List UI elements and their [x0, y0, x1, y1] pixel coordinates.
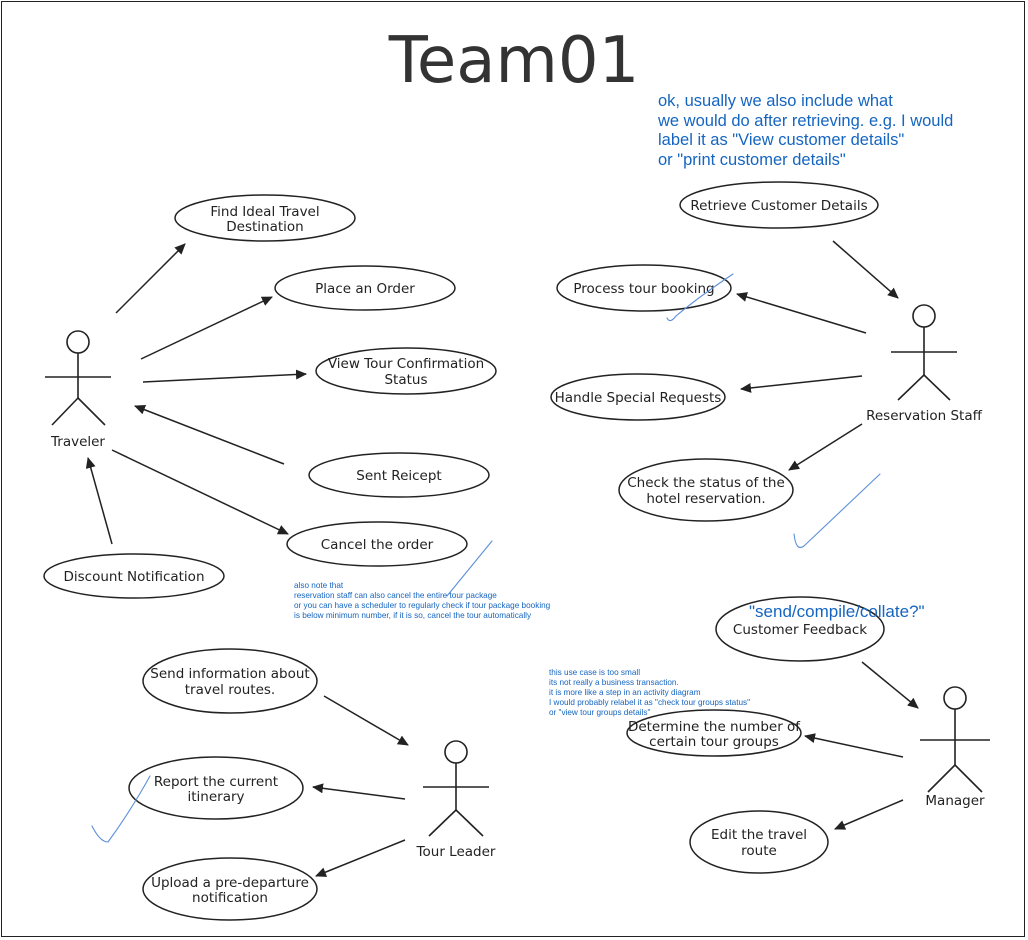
svg-text:Place an Order: Place an Order: [315, 281, 415, 297]
annotation-retrieve-note: ok, usually we also include what we woul…: [658, 92, 954, 169]
use-case-retrieve-customer: Retrieve Customer Details: [679, 181, 879, 229]
svg-text:Sent Reicept: Sent Reicept: [356, 468, 441, 484]
arrow-staff-special-requests: [740, 375, 863, 393]
use-case-cancel-order: Cancel the order: [286, 521, 468, 567]
arrow-retrieve-to-staff: [832, 240, 899, 299]
use-case-place-order: Place an Order: [274, 265, 456, 311]
arrow-manager-edit-route: [834, 799, 904, 830]
actor-reservation-staff: [891, 304, 957, 401]
svg-text:Process tour booking: Process tour booking: [573, 281, 714, 297]
arrow-feedback-to-manager: [861, 661, 919, 709]
actor-manager: [920, 686, 990, 793]
arrow-receipt-to-traveler: [134, 404, 285, 465]
svg-text:Retrieve Customer Details: Retrieve Customer Details: [690, 198, 867, 214]
arrow-leader-upload-notification: [315, 839, 406, 877]
arrow-traveler-place-order: [140, 296, 273, 360]
actor-label-reservation-staff: Reservation Staff: [866, 408, 983, 424]
annotation-feedback-note: "send/compile/collate?": [749, 602, 925, 621]
checkmark-cancel-order: [446, 540, 493, 597]
actor-tour-leader: [423, 740, 489, 837]
arrow-traveler-find-destination: [115, 243, 186, 314]
use-case-customer-feedback: Customer Feedback: [715, 596, 885, 662]
arrow-staff-process-booking: [736, 292, 867, 334]
use-case-discount-notification: Discount Notification: [43, 553, 225, 599]
diagram-title: Team01: [388, 24, 640, 98]
arrow-discount-to-traveler: [85, 457, 113, 545]
svg-text:Cancel the order: Cancel the order: [321, 537, 434, 553]
arrow-traveler-cancel-order: [111, 449, 289, 535]
arrow-staff-hotel-status: [788, 423, 863, 471]
arrow-manager-determine-groups: [804, 733, 904, 758]
checkmark-hotel-status: [793, 473, 881, 549]
use-case-special-requests: Handle Special Requests: [550, 373, 726, 421]
use-case-sent-receipt: Sent Reicept: [308, 452, 490, 498]
arrow-traveler-view-confirmation: [142, 369, 307, 383]
arrow-leader-report-itinerary: [312, 783, 406, 800]
svg-text:Handle Special Requests: Handle Special Requests: [555, 390, 722, 406]
checkmark-process-booking: [666, 273, 734, 322]
use-case-process-booking: Process tour booking: [556, 264, 732, 312]
annotation-cancel-note: also note that reservation staff can als…: [294, 581, 551, 620]
actor-label-traveler: Traveler: [50, 434, 105, 450]
annotation-groups-note: this use case is too small its not reall…: [549, 668, 751, 717]
arrow-routes-to-leader: [323, 695, 409, 746]
actor-label-manager: Manager: [925, 793, 985, 809]
actor-label-tour-leader: Tour Leader: [416, 844, 496, 860]
checkmark-report-itinerary: [91, 775, 151, 843]
actor-traveler: [45, 330, 111, 426]
svg-text:Discount Notification: Discount Notification: [63, 569, 204, 585]
svg-text:Customer Feedback: Customer Feedback: [733, 622, 867, 638]
